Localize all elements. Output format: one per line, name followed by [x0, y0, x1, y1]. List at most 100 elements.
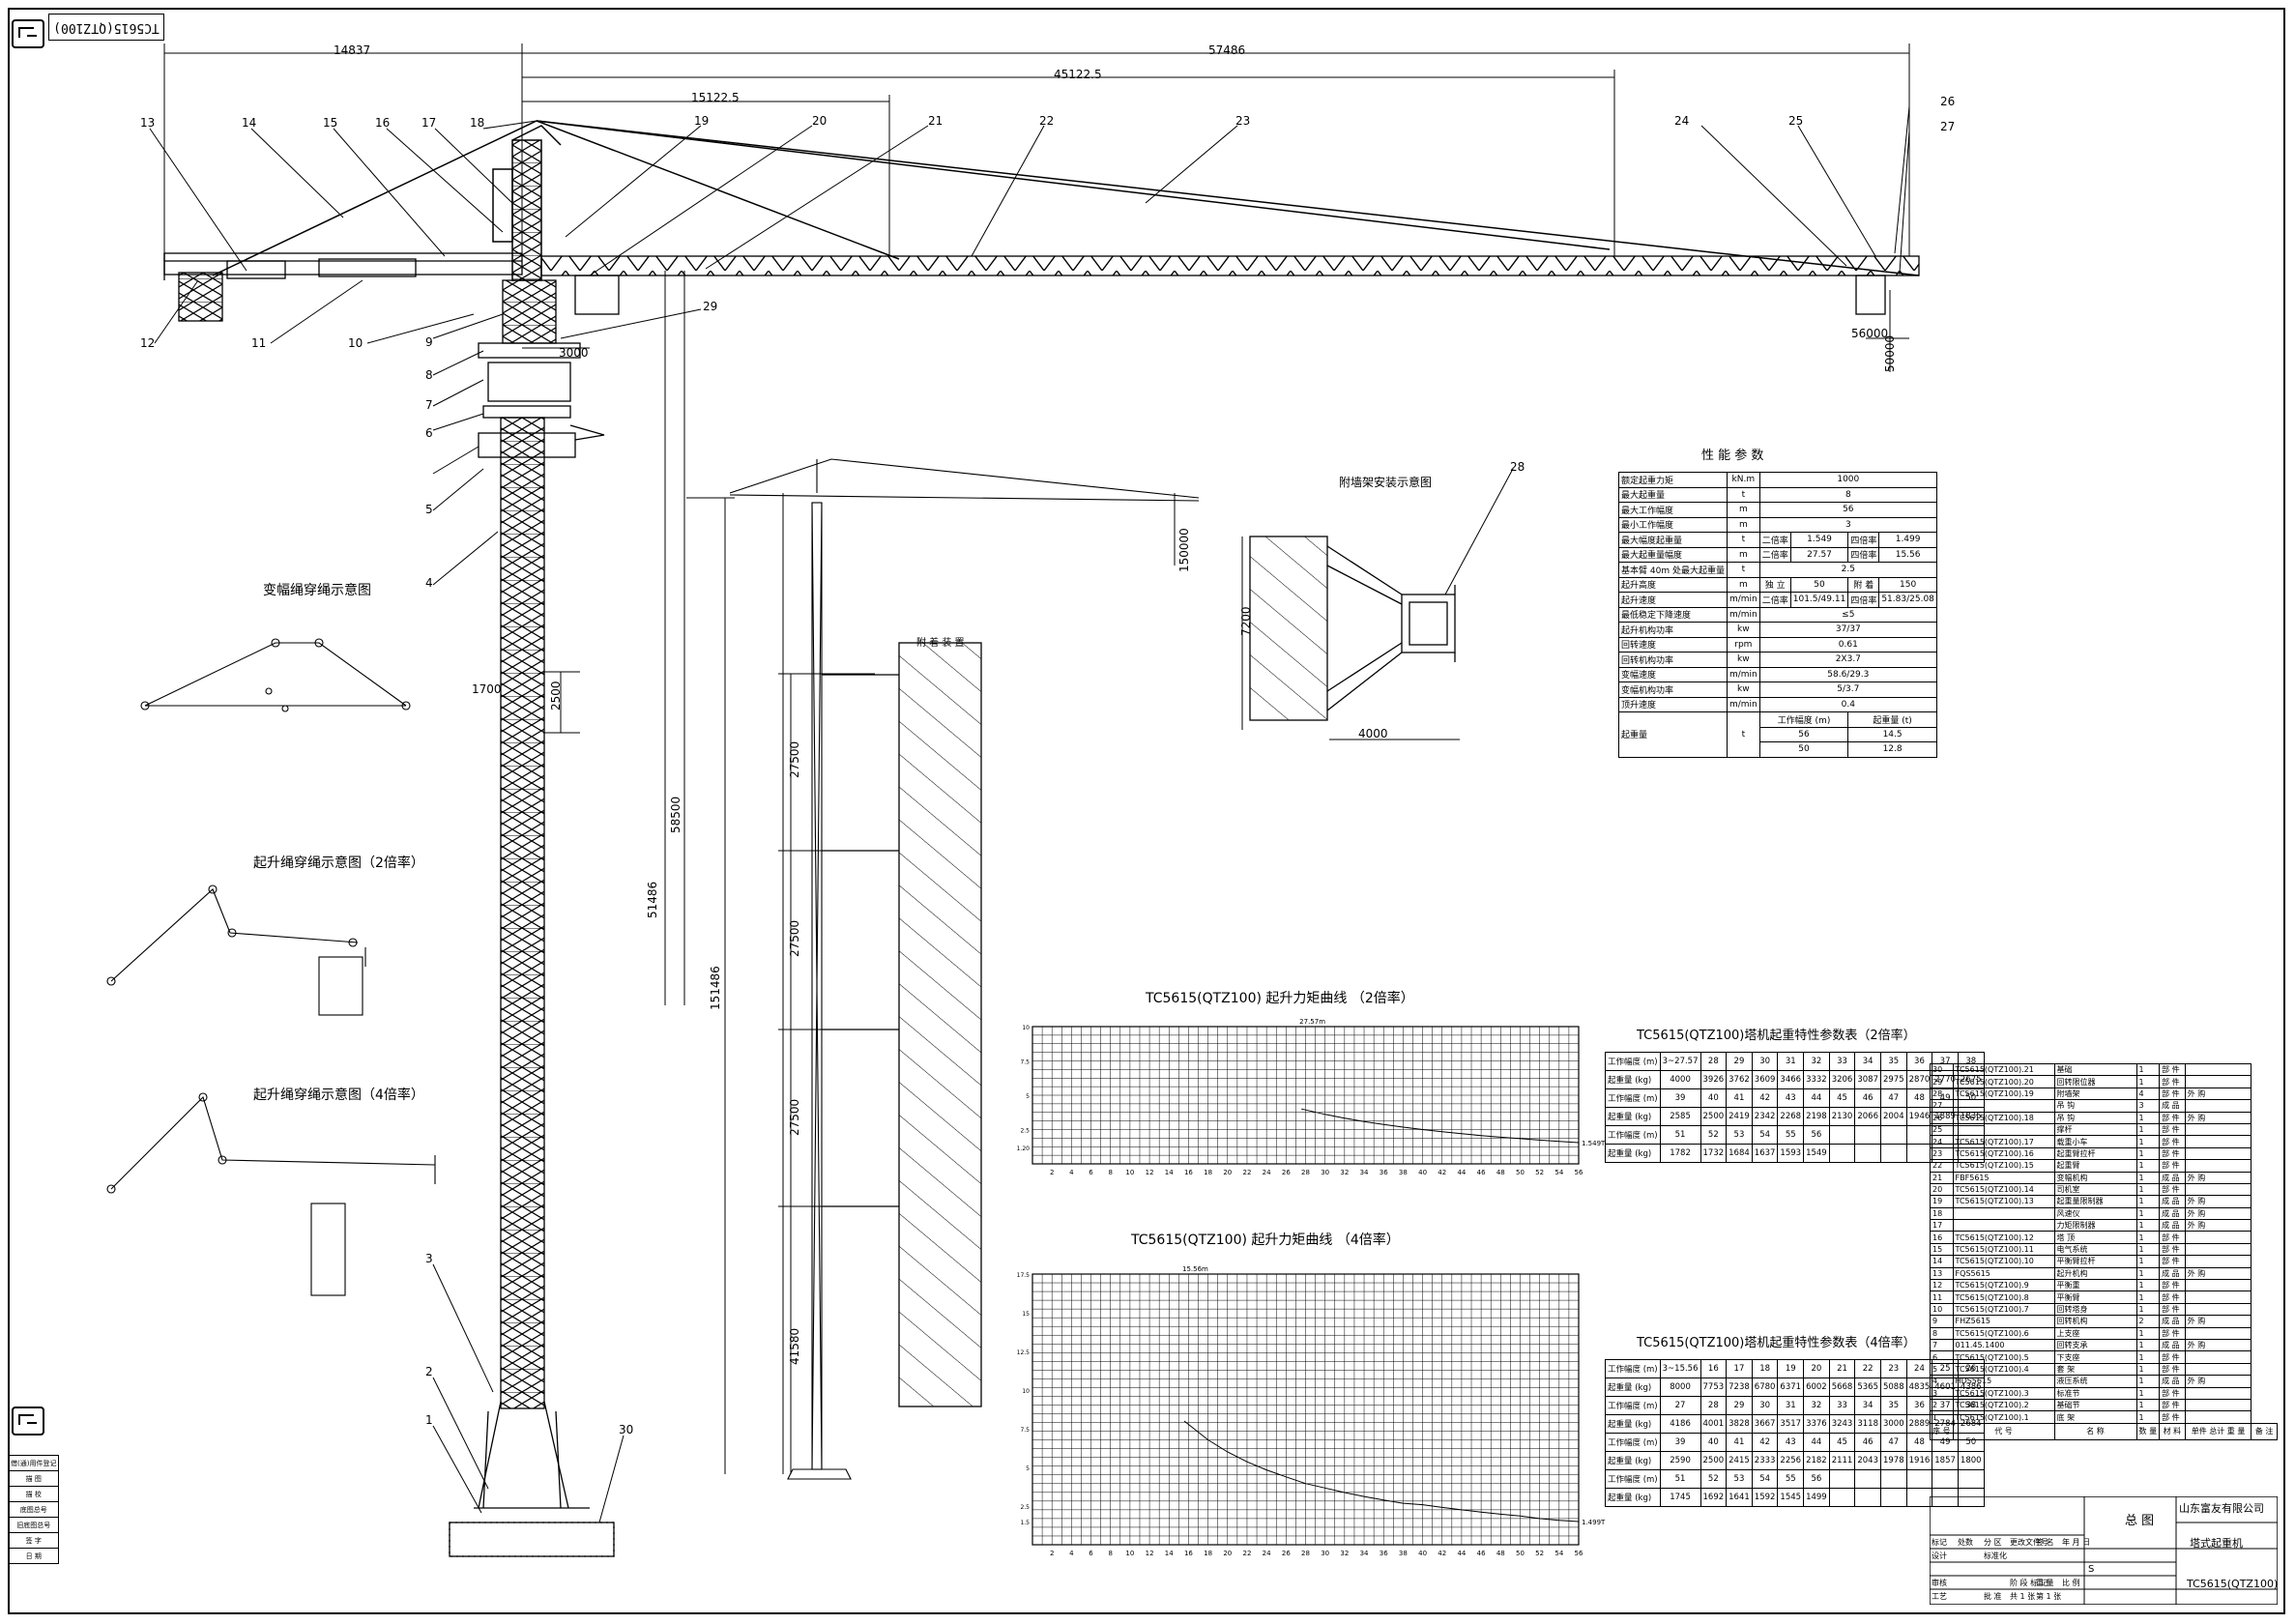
part-cell [2184, 1398, 2252, 1412]
part-cell: 18 [1930, 1206, 1954, 1221]
part-cell [2184, 1182, 2252, 1197]
part-cell [2184, 1302, 2252, 1317]
dim-58500: 58500 [669, 796, 683, 833]
load-cell [1854, 1125, 1881, 1145]
left-block-cell: 描 校 [7, 1486, 60, 1502]
chart-x-tick: 32 [1340, 1169, 1349, 1176]
dim-50000: 50000 [1883, 334, 1897, 372]
title-block-field: 更改文件号 [2010, 1538, 2048, 1547]
load-cell: 5668 [1828, 1378, 1856, 1397]
callout-22: 22 [1039, 114, 1055, 128]
perf-value: 1.499 [1878, 532, 1937, 548]
part-cell: 平衡臂 [2053, 1290, 2137, 1304]
callout-20: 20 [812, 114, 828, 128]
chart-x-tick: 8 [1108, 1169, 1112, 1176]
perf-value: 101.5/49.11 [1789, 592, 1849, 608]
load-cell: 55 [1777, 1125, 1805, 1145]
part-cell: 27 [1930, 1099, 1954, 1113]
load-cell: 41 [1726, 1088, 1753, 1108]
wall-tie-small-title: 附 着 装 置 [916, 638, 965, 649]
load-cell: 36 [1905, 1052, 1933, 1071]
part-cell: 1 [2135, 1266, 2161, 1281]
load-cell: 6002 [1803, 1378, 1830, 1397]
title-block-field: 审核 [1932, 1579, 1947, 1587]
load-cell: 46 [1854, 1088, 1881, 1108]
dim-45122: 45122.5 [1054, 68, 1102, 81]
table4-title: TC5615(QTZ100)塔机起重特性参数表（4倍率） [1637, 1336, 1916, 1350]
perf-unit: t [1726, 562, 1760, 578]
chart-y-tick: 5 [1026, 1465, 1030, 1472]
perf-sub: 二倍率 [1758, 532, 1791, 548]
curve4-title: TC5615(QTZ100) 起升力矩曲线 （4倍率） [1131, 1232, 1400, 1248]
chart-x-tick: 10 [1125, 1169, 1134, 1176]
load-cell: 32 [1803, 1052, 1830, 1071]
part-header: 材 料 [2159, 1422, 2186, 1440]
chart-x-tick: 50 [1516, 1169, 1525, 1176]
part-cell: 1 [2135, 1410, 2161, 1424]
load-cell: 2500 [1699, 1107, 1728, 1126]
part-cell [2184, 1122, 2252, 1137]
part-cell: 外 购 [2184, 1206, 2252, 1221]
perf-sub: 工作幅度 (m) [1758, 711, 1849, 728]
callout-18: 18 [470, 116, 485, 130]
part-cell: 成 品 [2159, 1375, 2186, 1388]
perf-value: 3 [1758, 516, 1937, 533]
part-cell: 3 [2135, 1099, 2161, 1113]
part-cell [1952, 1219, 2055, 1232]
perf-unit: m [1726, 546, 1760, 563]
load-cell: 3000 [1879, 1414, 1907, 1434]
load-cell: 3118 [1854, 1414, 1881, 1434]
load-cell: 48 [1905, 1088, 1933, 1108]
load-cell [1905, 1144, 1933, 1163]
perf-value: 14.5 [1847, 726, 1937, 742]
chart-y-tick: 17.5 [1017, 1272, 1031, 1279]
chart-x-tick: 54 [1554, 1169, 1563, 1176]
part-cell: 1 [2135, 1111, 2161, 1124]
part-cell: 10 [1930, 1302, 1954, 1317]
load-cell: 42 [1751, 1433, 1779, 1452]
perf-unit: m [1726, 516, 1760, 533]
part-cell: 起重臂拉杆 [2053, 1146, 2137, 1161]
chart-x-tick: 12 [1146, 1550, 1154, 1557]
part-cell: 成 品 [2159, 1171, 2186, 1184]
title-product-name: 塔式起重机 [2190, 1537, 2243, 1550]
part-cell: 部 件 [2159, 1290, 2186, 1304]
chart-x-tick: 20 [1223, 1550, 1232, 1557]
part-cell: 1 [2135, 1375, 2161, 1388]
perf-label: 最大工作幅度 [1618, 502, 1728, 518]
load-cell: 3332 [1803, 1070, 1830, 1089]
chart-x-tick: 46 [1477, 1169, 1486, 1176]
part-cell: 部 件 [2159, 1087, 2186, 1101]
load-cell: 3~27.57 [1659, 1052, 1701, 1071]
title-block-field: 工艺 [1932, 1592, 1947, 1601]
chart-x-tick: 2 [1050, 1550, 1054, 1557]
part-cell: 上支座 [2053, 1326, 2137, 1341]
load-row-header: 工作幅度 (m) [1605, 1052, 1661, 1071]
title-block-field: 比 例 [2062, 1579, 2080, 1587]
part-cell: TC5615(QTZ100).3 [1952, 1386, 2055, 1400]
perf-sub: 四倍率 [1847, 546, 1880, 563]
part-cell: 部 件 [2159, 1182, 2186, 1197]
load-cell: 1545 [1777, 1488, 1805, 1507]
part-cell: 吊 钩 [2053, 1099, 2137, 1113]
load-cell [1828, 1488, 1856, 1507]
part-cell [2184, 1290, 2252, 1304]
part-cell: TC5615(QTZ100).17 [1952, 1135, 2055, 1148]
load-cell: 3828 [1726, 1414, 1753, 1434]
load-row-header: 起重量 (kg) [1605, 1488, 1661, 1507]
callout-9: 9 [425, 335, 433, 349]
load-cell: 2342 [1751, 1107, 1779, 1126]
